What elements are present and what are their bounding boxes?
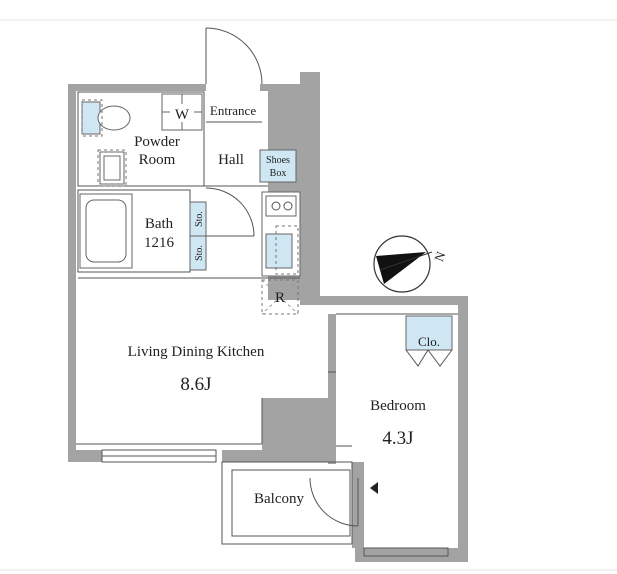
ldk-size-label: 8.6J xyxy=(180,374,211,395)
closet-box xyxy=(405,315,453,351)
kitchen-counter xyxy=(261,191,301,277)
bedroom-label: Bedroom xyxy=(370,398,426,414)
entrance-door xyxy=(205,27,263,85)
shoes-box xyxy=(259,149,297,183)
closet-label: Clo. xyxy=(418,334,440,349)
toilet xyxy=(81,99,131,137)
shoes-box-label-line1: Shoes xyxy=(266,155,290,166)
ldk-label: Living Dining Kitchen xyxy=(128,344,265,360)
bath-label: Bath xyxy=(145,216,174,232)
storage-label-1: Sto. xyxy=(194,211,205,227)
washer-space xyxy=(161,93,203,131)
storage-label-2: Sto. xyxy=(194,245,205,261)
hall-door xyxy=(205,187,255,237)
refrigerator-space xyxy=(261,279,299,315)
compass xyxy=(373,235,433,293)
compass-north-label: N xyxy=(431,249,449,264)
shoes-box-label-line2: Box xyxy=(270,168,287,179)
hall-label: Hall xyxy=(218,152,244,168)
bath-size-label: 1216 xyxy=(144,235,175,251)
washbasin xyxy=(97,149,127,187)
powder-room-label-line2: Room xyxy=(139,152,176,168)
powder-room-label-line1: Powder xyxy=(134,134,180,150)
entrance-label: Entrance xyxy=(210,103,256,118)
balcony-door xyxy=(309,477,378,527)
washer-mark: W xyxy=(175,107,190,123)
balcony-label: Balcony xyxy=(254,491,304,507)
bathtub xyxy=(79,193,133,269)
closet-doors xyxy=(405,349,453,367)
bedroom-size-label: 4.3J xyxy=(382,428,413,449)
storage-shelves xyxy=(189,201,207,271)
refrigerator-label: R xyxy=(275,290,285,306)
